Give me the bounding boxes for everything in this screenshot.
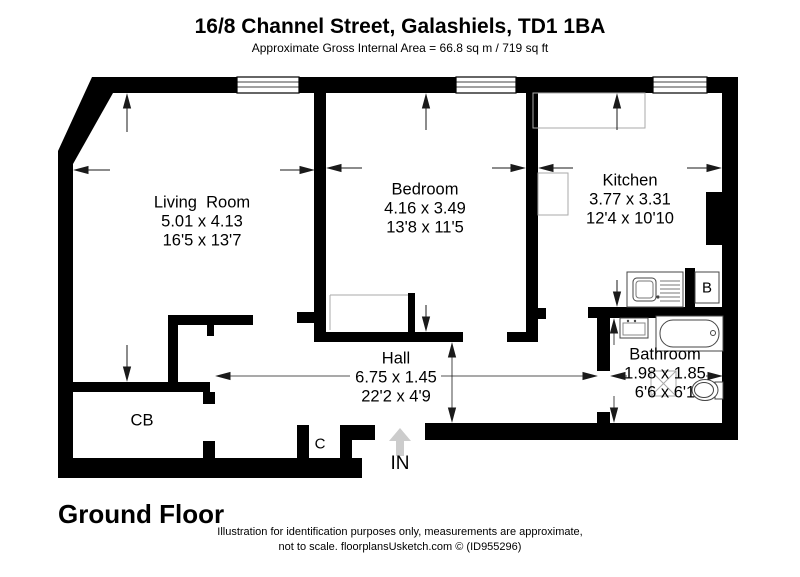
- wall-kitchen-door-stub: [538, 308, 546, 319]
- window-kitchen: [652, 76, 708, 94]
- bathroom-fixtures: [619, 315, 724, 401]
- windows: [236, 76, 708, 94]
- room-size-imperial: 16'5 x 13'7: [162, 231, 242, 250]
- room-name: Hall: [381, 349, 411, 368]
- bathtub-icon: [655, 315, 724, 352]
- wall-bedroom-hall: [314, 332, 463, 342]
- faint-outlines: [329, 92, 677, 397]
- boiler-cupboard: [694, 271, 720, 304]
- living-room-label: Living Room 5.01 x 4.13 16'5 x 13'7: [154, 194, 250, 251]
- wall-bottom-left: [58, 458, 362, 478]
- wall-door-stub: [297, 312, 314, 323]
- bedroom-door-leaf: [408, 293, 415, 332]
- page-title: 16/8 Channel Street, Galashiels, TD1 1BA: [194, 15, 606, 38]
- wall-bedroom-hall: [507, 332, 538, 342]
- wall-right: [722, 93, 738, 440]
- room-size-imperial: 12'4 x 10'10: [586, 209, 674, 228]
- room-size-metric: 3.77 x 3.31: [589, 190, 671, 209]
- wall-cb-top: [73, 382, 210, 392]
- entrance-label: IN: [390, 453, 410, 474]
- wall-livingroom-hall: [168, 315, 253, 325]
- wall-left: [58, 151, 73, 478]
- wall-right-pier: [706, 192, 724, 245]
- wall-hall-left: [168, 315, 178, 392]
- floor-title: Ground Floor: [58, 499, 225, 529]
- wall-c-closet-top: [340, 425, 375, 440]
- room-size-metric: 5.01 x 4.13: [161, 212, 243, 231]
- wall-cb-door-stub: [203, 441, 215, 458]
- kitchen-sink-icon: [626, 271, 684, 308]
- dimension-lines: [73, 93, 723, 423]
- room-size-imperial: 6'6 x 6'1: [634, 383, 696, 402]
- room-name: Kitchen: [602, 171, 658, 190]
- wall-livingroom-bedroom: [314, 93, 326, 338]
- area-subtitle: Approximate Gross Internal Area = 66.8 s…: [251, 41, 549, 55]
- kitchen-counter: [532, 92, 646, 129]
- cb-closet-label: CB: [130, 411, 154, 430]
- wall-bathroom-left: [597, 318, 610, 371]
- room-name: Living Room: [153, 193, 251, 212]
- wall-diagonal-corner: [58, 77, 113, 164]
- room-size-metric: 1.98 x 1.85: [624, 364, 706, 383]
- wall-top: [92, 77, 738, 93]
- disclaimer-line2: not to scale. floorplansUsketch.com © (I…: [278, 541, 522, 553]
- toilet-icon: [691, 379, 724, 401]
- room-name: Bathroom: [629, 345, 701, 364]
- wall-sink-stub: [685, 268, 695, 307]
- wall-kitchen-bathroom: [588, 307, 723, 318]
- c-closet-label: C: [314, 435, 326, 453]
- wall-bathroom-left-stub: [597, 412, 610, 423]
- interior-walls: [73, 93, 723, 458]
- room-size-metric: 4.16 x 3.49: [384, 199, 466, 218]
- wall-c-closet-left: [297, 425, 309, 458]
- room-size-metric: 6.75 x 1.45: [355, 368, 437, 387]
- window-livingroom: [236, 76, 300, 94]
- wall-cb-door-stub: [203, 392, 215, 404]
- room-size-imperial: 22'2 x 4'9: [361, 387, 431, 406]
- wall-c-closet-right: [340, 440, 352, 458]
- disclaimer-line1: Illustration for identification purposes…: [217, 526, 583, 538]
- window-bedroom: [455, 76, 517, 94]
- boiler-label: B: [701, 279, 713, 297]
- bathroom-label: Bathroom 1.98 x 1.85 6'6 x 6'1: [624, 346, 706, 403]
- wash-basin-icon: [619, 317, 649, 339]
- bedroom-label: Bedroom 4.16 x 3.49 13'8 x 11'5: [384, 181, 466, 238]
- kitchen-counter: [537, 172, 569, 216]
- kitchen-label: Kitchen 3.77 x 3.31 12'4 x 10'10: [586, 172, 674, 229]
- wall-door-stub: [207, 325, 214, 336]
- room-name: Bedroom: [391, 180, 459, 199]
- entrance-arrow-icon: [389, 428, 411, 456]
- hall-label: Hall 6.75 x 1.45 22'2 x 4'9: [355, 350, 437, 407]
- wall-bedroom-kitchen: [526, 93, 538, 332]
- shower-box-icon: [650, 370, 677, 397]
- disclaimer: Illustration for identification purposes…: [217, 525, 582, 555]
- room-size-imperial: 13'8 x 11'5: [386, 218, 464, 237]
- wall-bottom-right: [425, 423, 738, 440]
